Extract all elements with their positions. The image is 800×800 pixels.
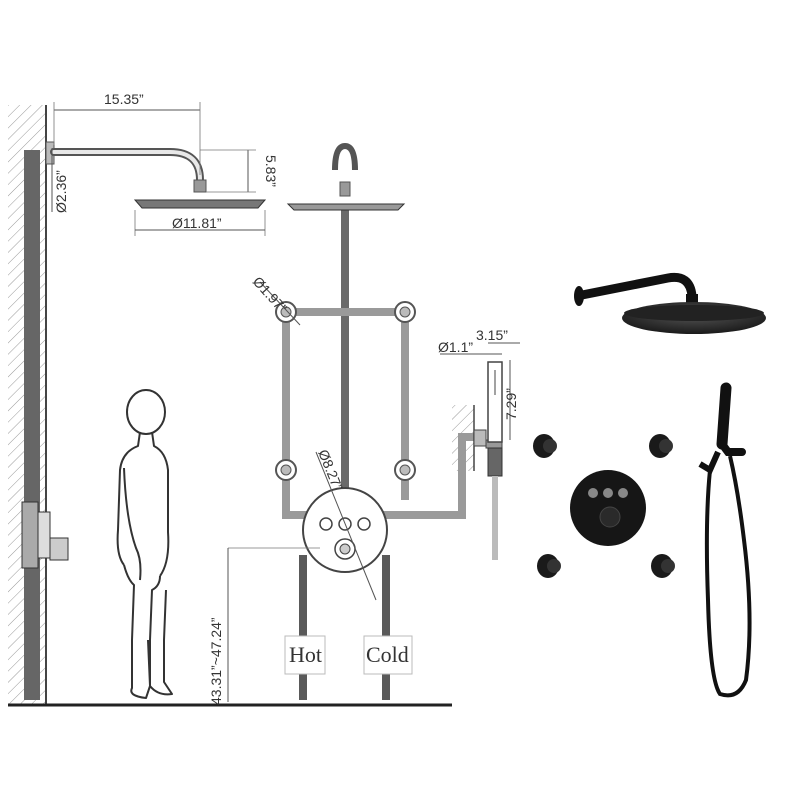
valve-height-dimension: 43.31”~47.24” <box>208 547 320 705</box>
valve-side-view <box>21 501 69 569</box>
arm-drop-label: 5.83” <box>263 155 279 187</box>
arm-length-label: 15.35” <box>104 91 144 107</box>
product-body-jet-top-left <box>533 434 557 458</box>
handheld-length-dimension: 7.29” <box>503 360 519 440</box>
wall-section <box>8 105 47 705</box>
product-rain-head <box>574 272 766 334</box>
handheld-diameter-dimension: Ø1.1” <box>438 339 502 355</box>
arm-length-dimension: 15.35” <box>53 91 201 175</box>
product-handheld-shower <box>698 382 752 698</box>
handheld-diameter-label: Ø1.1” <box>438 339 473 355</box>
head-diameter-label: Ø11.81” <box>172 215 222 231</box>
body-jet-front-view-top-right <box>394 301 416 323</box>
handheld-wall-mount <box>452 405 503 471</box>
hot-label-box: Hot <box>284 635 326 675</box>
body-jet-front-view-bottom-left <box>275 459 297 481</box>
head-diameter-dimension: Ø11.81” <box>134 210 266 236</box>
jet-diameter-dimension: Ø1.97” <box>250 273 301 326</box>
supply-pipes <box>299 555 390 700</box>
thermostatic-valve-front <box>302 487 388 573</box>
body-jet-front-view-bottom-right <box>394 459 416 481</box>
valve-height-label: 43.31”~47.24” <box>208 617 224 705</box>
rain-shower-head-side <box>133 199 267 209</box>
hot-label: Hot <box>289 642 322 667</box>
human-silhouette <box>116 389 173 699</box>
flange-diameter-label: Ø2.36” <box>53 170 69 213</box>
cold-label-box: Cold <box>363 635 413 675</box>
rain-shower-head-front <box>286 142 406 211</box>
product-body-jet-top-right <box>649 434 673 458</box>
handheld-width-dimension: 3.15” <box>476 327 520 344</box>
body-jet-front-view-top-left <box>275 301 297 323</box>
product-body-jet-bottom-right <box>651 554 675 578</box>
shower-arm-side-view <box>45 141 207 193</box>
product-valve-trim <box>570 470 646 546</box>
handheld-length-label: 7.29” <box>503 388 519 420</box>
handheld-width-label: 3.15” <box>476 327 508 343</box>
product-body-jet-bottom-left <box>537 554 561 578</box>
jet-diameter-label: Ø1.97” <box>250 273 291 316</box>
cold-label: Cold <box>366 642 409 667</box>
pipe-network <box>282 205 480 519</box>
handheld-shower-side <box>487 361 503 560</box>
flange-diameter-dimension: Ø2.36” <box>51 148 69 213</box>
arm-drop-dimension: 5.83” <box>200 149 279 193</box>
